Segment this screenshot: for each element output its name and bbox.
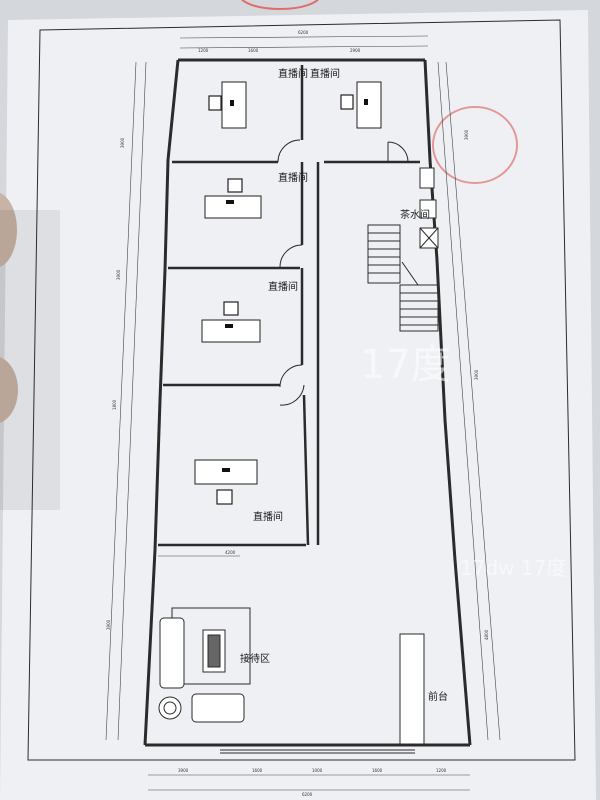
watermark-right: 17dw 17度 bbox=[460, 556, 566, 580]
finger-shadow bbox=[0, 193, 17, 267]
dim-right-3: 4800 bbox=[484, 629, 489, 640]
door-arc bbox=[279, 364, 303, 388]
dim-top-seg-3: 2900 bbox=[350, 48, 361, 53]
dim-bottom-seg-4: 1600 bbox=[372, 768, 383, 773]
desk bbox=[204, 195, 262, 219]
interior-walls bbox=[158, 65, 420, 547]
desk-group bbox=[340, 81, 382, 129]
monitor bbox=[225, 324, 233, 328]
front-desk-counter bbox=[399, 633, 425, 745]
dimension-lines bbox=[27, 19, 576, 791]
desk-group bbox=[201, 301, 261, 343]
desk-group bbox=[208, 81, 247, 129]
label-live-room-4: 直播间 bbox=[268, 280, 298, 293]
dim-bottom-total: 6200 bbox=[302, 792, 313, 797]
staircase bbox=[367, 224, 439, 332]
paper-sheet bbox=[0, 10, 596, 800]
dim-left-1: 3900 bbox=[120, 137, 125, 148]
desk bbox=[356, 81, 382, 129]
dim-bottom-seg-5: 1200 bbox=[436, 768, 447, 773]
chair bbox=[216, 489, 233, 505]
chair bbox=[223, 301, 239, 316]
dim-bottom-seg-3: 1000 bbox=[312, 768, 323, 773]
red-stamp-top bbox=[241, 0, 319, 10]
dim-top-seg-2: 1600 bbox=[248, 48, 259, 53]
dim-left-2: 3900 bbox=[116, 269, 121, 280]
red-stamp bbox=[432, 106, 518, 184]
monitor bbox=[222, 468, 230, 472]
wall-right bbox=[423, 59, 472, 746]
sofa-bottom bbox=[191, 693, 245, 723]
fridge bbox=[419, 167, 435, 189]
sink bbox=[419, 199, 437, 219]
side-table-inner bbox=[163, 701, 177, 715]
desk-group bbox=[194, 459, 258, 505]
coffee-table-inner bbox=[207, 634, 221, 668]
dim-bottom-seg-1: 3900 bbox=[178, 768, 189, 773]
label-reception: 接待区 bbox=[240, 652, 270, 665]
finger-shadow bbox=[0, 357, 18, 423]
label-live-room-3: 直播间 bbox=[278, 171, 308, 184]
stair-flight-lower bbox=[399, 284, 439, 332]
label-tea-room: 茶水间 bbox=[400, 208, 430, 221]
chair bbox=[340, 94, 354, 110]
dim-left-3: 1800 bbox=[112, 399, 117, 410]
monitor bbox=[364, 99, 368, 105]
dim-right-1: 3900 bbox=[464, 129, 469, 140]
desk bbox=[221, 81, 247, 129]
label-live-room-1: 直播间 bbox=[278, 67, 308, 80]
outer-walls bbox=[143, 58, 472, 747]
door-arc bbox=[279, 244, 303, 268]
door-arc bbox=[387, 141, 409, 163]
chair bbox=[227, 178, 243, 193]
side-table bbox=[158, 696, 182, 720]
dim-mid-label: 4200 bbox=[225, 550, 236, 555]
wall-left bbox=[143, 59, 180, 746]
sofa-left bbox=[159, 617, 185, 689]
watermark-center: 17度 bbox=[360, 342, 451, 388]
dim-top-total: 6200 bbox=[298, 30, 309, 35]
shadow-band bbox=[0, 210, 60, 510]
label-live-room-5: 直播间 bbox=[253, 510, 283, 523]
door-arc bbox=[277, 139, 301, 163]
dim-left-4: 3900 bbox=[106, 619, 111, 630]
corridor-wall bbox=[302, 394, 310, 546]
chair bbox=[208, 95, 222, 111]
bottom-windows bbox=[220, 749, 415, 754]
stair-flight-upper bbox=[367, 224, 401, 284]
dim-right-2: 3900 bbox=[474, 369, 479, 380]
monitor bbox=[230, 100, 234, 106]
label-front-desk: 前台 bbox=[428, 690, 448, 703]
monitor bbox=[226, 200, 234, 204]
dim-bottom-seg-2: 1600 bbox=[252, 768, 263, 773]
desk bbox=[201, 319, 261, 343]
reception-furniture bbox=[158, 607, 425, 745]
dim-top-seg-1: 1200 bbox=[198, 48, 209, 53]
desk-group bbox=[204, 178, 262, 219]
tea-room-fixtures bbox=[419, 167, 439, 249]
door-arc bbox=[279, 384, 305, 406]
label-live-room-2: 直播间 bbox=[310, 67, 340, 80]
